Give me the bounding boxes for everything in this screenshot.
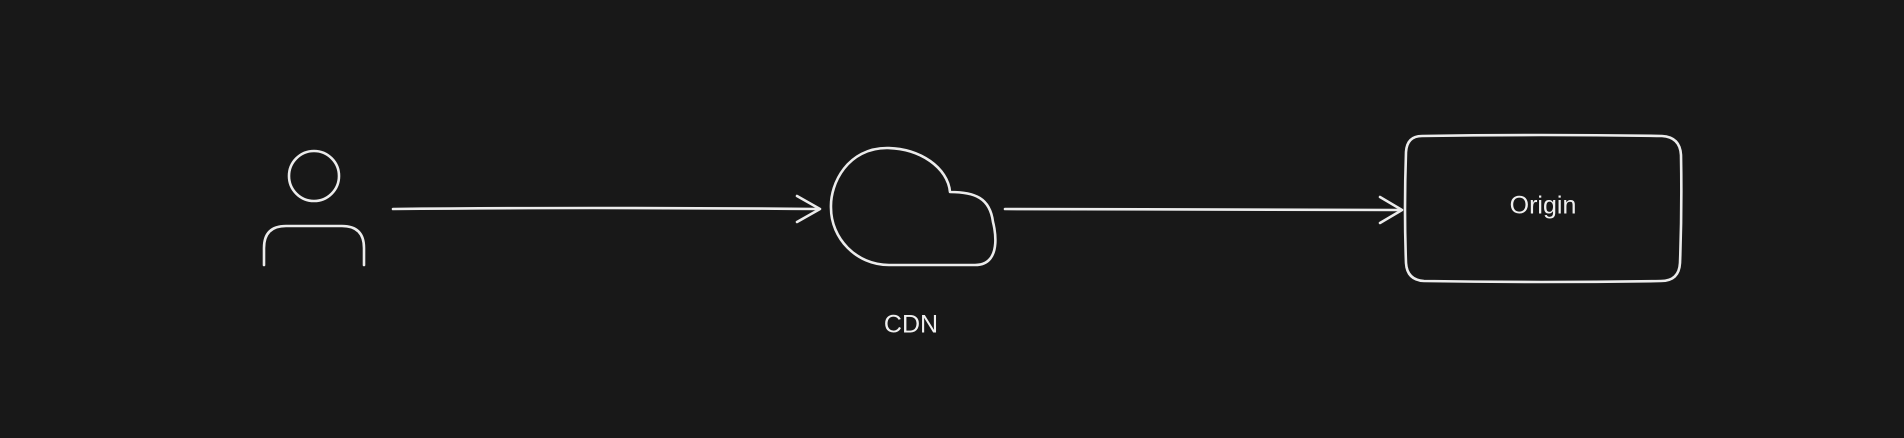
- arrow-user-to-cdn[interactable]: [391, 194, 822, 224]
- user-head: [287, 149, 341, 203]
- cloud-icon[interactable]: [829, 146, 997, 267]
- cdn-label: CDN: [883, 310, 939, 339]
- origin-box[interactable]: [1403, 133, 1683, 284]
- user-body: [262, 224, 366, 267]
- cloud-shape: [829, 146, 997, 267]
- arrowhead: [795, 194, 822, 224]
- arrow-line: [1003, 207, 1402, 212]
- origin-box-outline: [1403, 133, 1683, 284]
- user-icon[interactable]: [262, 149, 366, 267]
- arrow-line: [391, 206, 820, 211]
- arrowhead: [1378, 195, 1404, 225]
- origin-label: Origin: [1509, 191, 1577, 220]
- arrow-cdn-to-origin[interactable]: [1003, 195, 1404, 225]
